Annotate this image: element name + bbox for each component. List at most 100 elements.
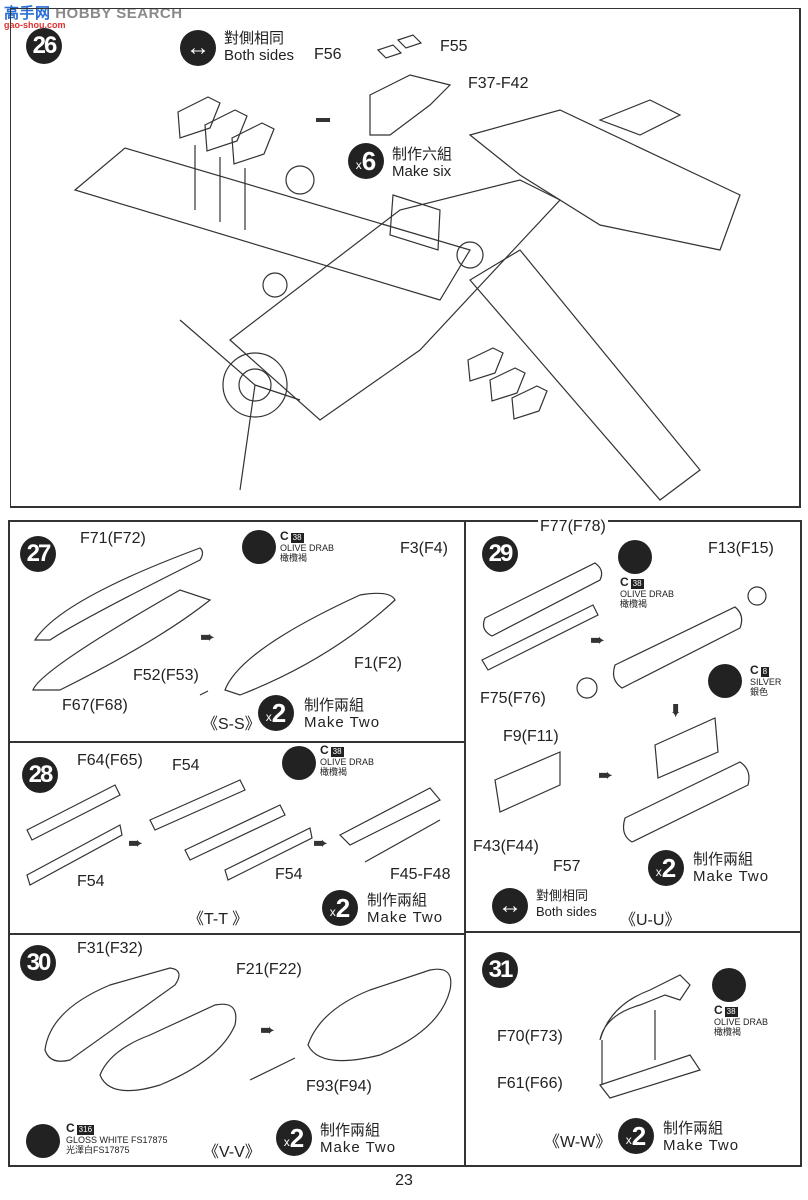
step-26-multiplier-text: 制作六組 Make six: [392, 146, 453, 180]
step-28-number: 28: [22, 757, 58, 793]
watermark: 高手网 HOBBY SEARCH: [4, 2, 183, 23]
lower-steps-frame: [8, 520, 802, 1167]
tank-upper-half: [44, 967, 180, 1062]
part-label-F70-F73: F70(F73): [497, 1028, 563, 1045]
part-label-F45-F48: F45-F48: [390, 866, 451, 883]
rocket-pair-2: [224, 827, 313, 881]
pod-assembled: [622, 761, 750, 843]
tank-assembled: [307, 968, 452, 1062]
assembly-arrow-icon: ➨: [590, 630, 606, 650]
part-label-F31-F32: F31(F32): [77, 940, 143, 957]
rail-rod: [364, 819, 441, 863]
part-label-F54-a: F54: [77, 873, 105, 890]
watermark-sub: gao-shou.com: [4, 20, 66, 30]
part-label-F54-b: F54: [172, 757, 200, 774]
step-27-multiplier-text: 制作兩組 Make Two: [304, 697, 381, 731]
assembly-arrow-icon: ➨: [260, 1020, 276, 1040]
step-30-multiplier-text: 制作兩組 Make Two: [320, 1122, 397, 1156]
part-label-F57: F57: [553, 858, 581, 875]
part-label-F54-c: F54: [275, 866, 303, 883]
paint-brush-icon: [26, 1124, 60, 1158]
assembly-arrow-icon: ➨: [313, 833, 329, 853]
instrument-panel: [389, 194, 441, 251]
assembly-arrow-icon: ➨: [200, 627, 216, 647]
part-label-F1-F2: F1(F2): [354, 655, 402, 672]
pod-upper-half: [482, 562, 603, 637]
part-label-F77-F78: F77(F78): [538, 518, 608, 536]
aircraft-wing-left: [73, 147, 471, 301]
bomb-assembled: [224, 592, 396, 696]
part-label-F55: F55: [440, 38, 468, 55]
pod-mount: [494, 751, 561, 813]
tank-lower-half: [99, 1003, 237, 1092]
pod-end-cap-rear: [747, 586, 767, 606]
rocket-rails-right: [467, 347, 548, 420]
step-29-both-sides: 對側相同 Both sides: [536, 888, 597, 919]
part-label-F56: F56: [314, 46, 342, 63]
step-26-both-sides: 對側相同 Both sides: [224, 30, 295, 64]
divider-left-2: [8, 933, 465, 935]
rail-assembly-2b: [184, 804, 286, 861]
part-label-F93-F94: F93(F94): [306, 1078, 372, 1095]
pod-end-cap-front: [576, 677, 598, 699]
landing-gear: [262, 165, 484, 298]
paint-brush-icon: [618, 540, 652, 574]
step-29-multiplier-text: 制作兩組 Make Two: [693, 851, 770, 885]
bomb-upper-half: [599, 974, 691, 1041]
paint-brush-icon: [708, 664, 742, 698]
pod-mount-assembled: [654, 717, 719, 779]
bomb-lower-half: [599, 1054, 701, 1099]
pod-lower-half: [481, 604, 599, 671]
assembly-arrow-icon: ➨: [128, 833, 144, 853]
aircraft-fuselage: [222, 179, 561, 421]
page-number: 23: [395, 1172, 413, 1189]
propeller: [179, 319, 301, 491]
paint-brush-icon: [712, 968, 746, 1002]
bomb-upper-half: [33, 547, 204, 641]
step-29-number: 29: [482, 536, 518, 572]
part-label-F9-F11: F9(F11): [503, 728, 559, 745]
step-31-number: 31: [482, 952, 518, 988]
rocket-pair-1: [26, 824, 123, 886]
part-label-F52-F53: F52(F53): [133, 667, 199, 684]
rail-assembled: [338, 787, 441, 846]
part-label-F43-F44: F43(F44): [473, 838, 539, 855]
part-label-F3-F4: F3(F4): [400, 540, 448, 557]
step-26-number: 26: [26, 28, 62, 64]
both-sides-icon: ↔: [180, 30, 216, 66]
rail-assembly-2: [149, 779, 246, 831]
part-label-F61-F66: F61(F66): [497, 1075, 563, 1092]
watermark-logo: 高手网: [4, 5, 51, 22]
divider-vertical: [464, 520, 466, 1167]
step-31-sequence: 《W-W》: [544, 1134, 612, 1151]
aircraft-tail: [468, 99, 741, 251]
step-26-panel: [10, 8, 801, 508]
watermark-text: HOBBY SEARCH: [55, 5, 183, 22]
part-label-F75-F76: F75(F76): [480, 690, 546, 707]
paint-brush-icon: [282, 746, 316, 780]
part-label-F64-F65: F64(F65): [77, 752, 143, 769]
rocket-rail-detail: [369, 34, 452, 136]
step-28-multiplier-text: 制作兩組 Make Two: [367, 892, 444, 926]
part-label-F13-F15: F13(F15): [708, 540, 774, 557]
part-label-F21-F22: F21(F22): [236, 961, 302, 978]
step-27-number: 27: [20, 536, 56, 572]
step-28-sequence: 《T-T 》: [188, 911, 249, 928]
divider-right-1: [465, 931, 802, 933]
rocket-rails-left: [177, 96, 275, 230]
step-29-sequence: 《U-U》: [620, 912, 681, 929]
divider-left-1: [8, 741, 465, 743]
